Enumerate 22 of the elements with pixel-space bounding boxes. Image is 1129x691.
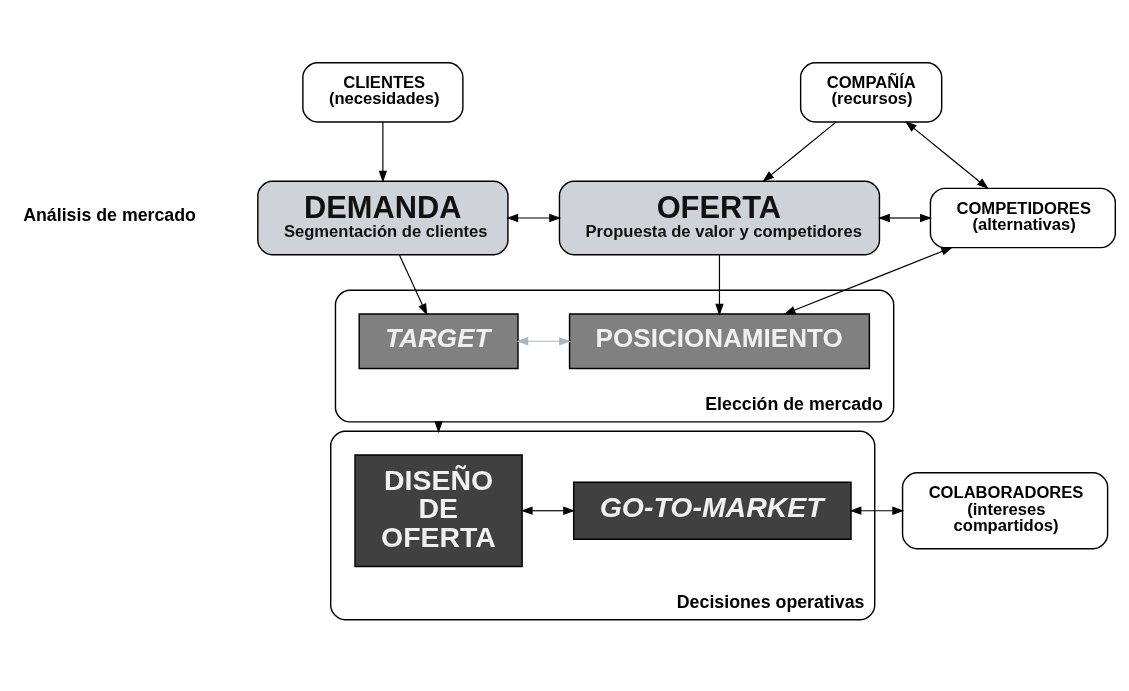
- arrow: [762, 121, 837, 182]
- arrow: [877, 213, 932, 222]
- node-box: GO-TO-MARKET: [573, 481, 852, 540]
- node-box: CLIENTES (necesidades): [302, 61, 464, 123]
- label: Análisis de mercado: [23, 204, 196, 225]
- arrow: [849, 506, 905, 515]
- node-box: COLABORADORES (intereses compartidos): [901, 471, 1109, 549]
- node-box: COMPETIDORES (alternativas): [929, 187, 1116, 248]
- node-box: DISEÑO DE OFERTA: [354, 453, 523, 567]
- arrow: [904, 120, 989, 189]
- arrow: [516, 336, 572, 345]
- arrow: [378, 121, 388, 183]
- arrow: [398, 253, 428, 316]
- node-box: COMPAÑÍA (recursos): [799, 61, 943, 123]
- node-box: POSICIONAMIENTO: [568, 312, 871, 369]
- node-box: TARGET: [358, 312, 519, 369]
- arrow: [506, 213, 562, 222]
- node-box: DEMANDA Segmentación de clientes: [257, 180, 509, 255]
- arrow: [520, 506, 576, 515]
- arrow: [783, 246, 954, 314]
- arrow: [715, 253, 724, 316]
- node-box: OFERTA Propuesta de valor y competidores: [558, 180, 881, 255]
